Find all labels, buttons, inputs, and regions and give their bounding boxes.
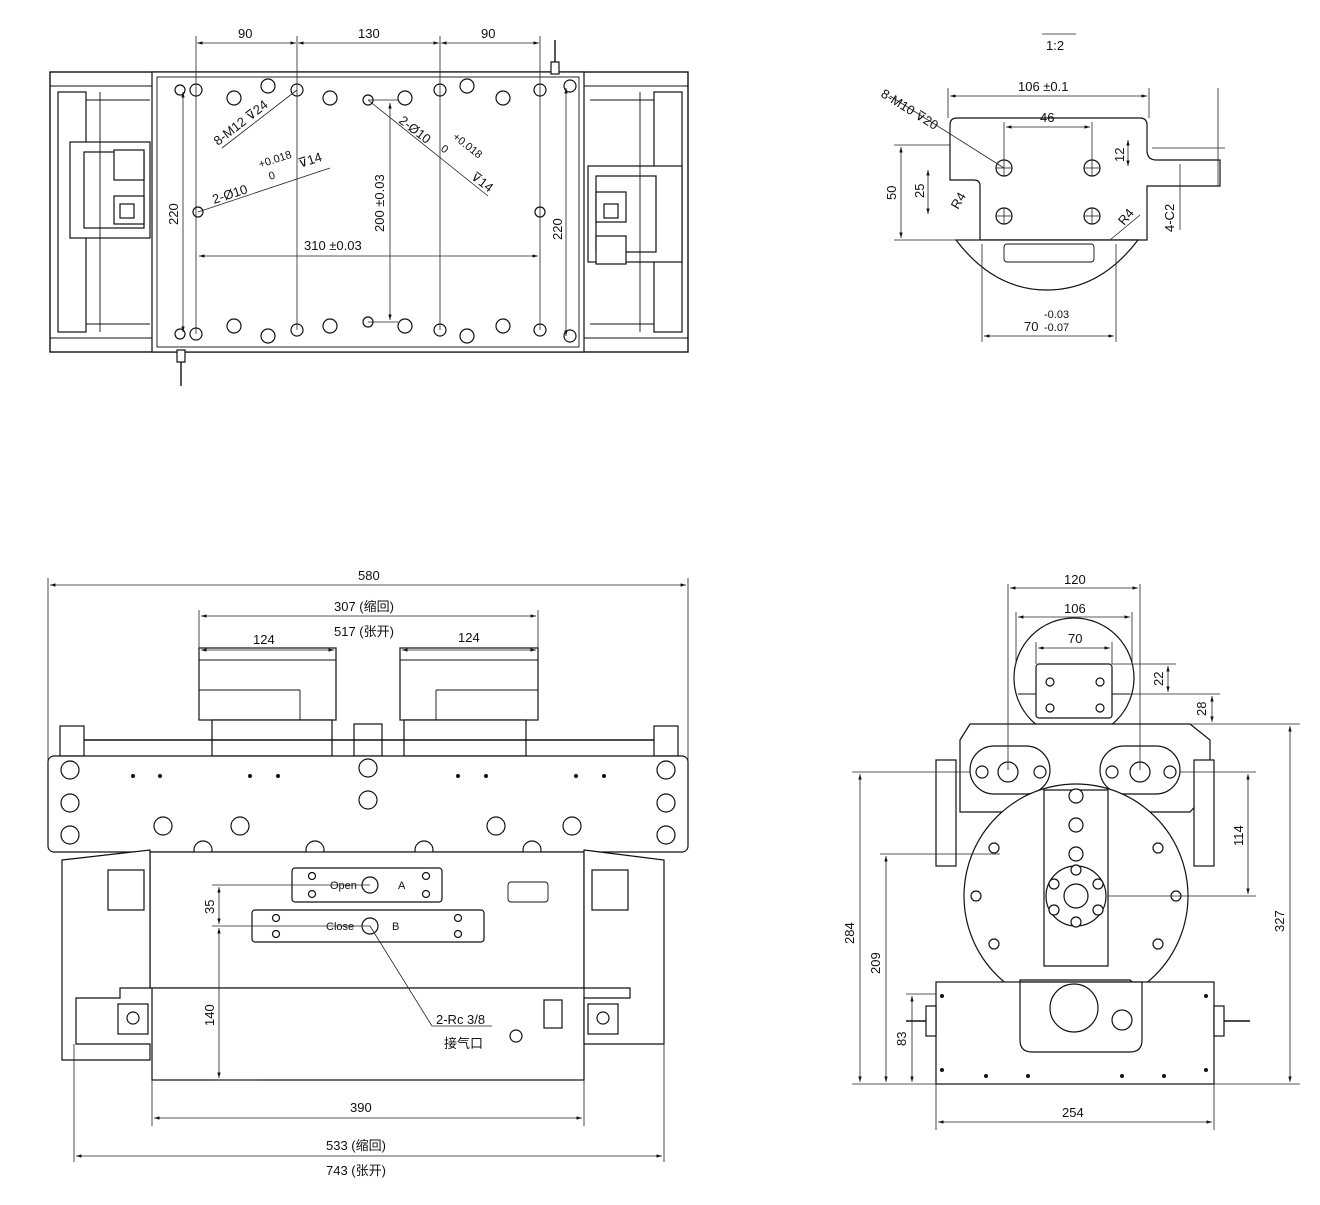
front-dim-390: 390 [350, 1100, 372, 1115]
detail-c2: 4-C2 [1162, 204, 1177, 232]
top-left-jaw [57, 91, 151, 333]
front-dim-35: 35 [202, 900, 217, 914]
detail-scale: 1:2 [1046, 38, 1064, 53]
front-label-b: B [392, 921, 399, 933]
side-dim-327: 327 [1272, 910, 1287, 932]
side-dim-83: 83 [894, 1032, 909, 1046]
front-dim-124-right: 124 [458, 630, 480, 645]
side-dim-22: 22 [1151, 672, 1166, 686]
detail-r4-left: R4 [948, 190, 969, 212]
detail-dim-12: 12 [1112, 148, 1127, 162]
detail-view: 1:2 106 ±0.1 46 12 50 2 [878, 33, 1225, 342]
detail-dim-106: 106 ±0.1 [1018, 79, 1069, 94]
front-dim-517: 517 (张开) [334, 624, 394, 639]
top-note-pin-left-lower: 0 [267, 170, 277, 183]
front-dim-743: 743 (张开) [326, 1163, 386, 1178]
side-dim-114: 114 [1231, 825, 1246, 846]
detail-dim-70-lower: -0.07 [1044, 322, 1069, 334]
front-dim-307: 307 (缩回) [334, 599, 394, 614]
front-view: Open A Close B 580 307 (缩回) 517 (张开) 124… [47, 568, 689, 1178]
side-dim-209: 209 [868, 952, 883, 974]
side-dim-254: 254 [1062, 1105, 1084, 1120]
detail-dim-70-upper: -0.03 [1044, 309, 1069, 321]
detail-dim-70: 70 [1024, 319, 1038, 334]
front-dim-580: 580 [358, 568, 380, 583]
top-dim-220-right: 220 [550, 218, 565, 240]
side-dim-106: 106 [1064, 601, 1086, 616]
front-label-open: Open [330, 880, 357, 892]
side-dim-120: 120 [1064, 572, 1086, 587]
top-note-pin-left-depth: ⊽14 [296, 149, 323, 171]
top-dim-90-left: 90 [238, 26, 252, 41]
front-dim-533: 533 (缩回) [326, 1138, 386, 1153]
front-label-a: A [398, 880, 406, 892]
front-dim-124-left: 124 [253, 632, 275, 647]
side-dim-28: 28 [1194, 702, 1209, 716]
side-view: 120 106 70 22 28 114 327 284 209 83 [842, 572, 1300, 1130]
top-dim-200: 200 ±0.03 [372, 174, 387, 232]
top-dim-310: 310 ±0.03 [304, 238, 362, 253]
front-note-rc: 2-Rc 3/8 [436, 1012, 485, 1027]
side-dim-284: 284 [842, 922, 857, 944]
front-label-close: Close [326, 921, 354, 933]
top-right-jaw [587, 91, 683, 333]
side-dim-70: 70 [1068, 631, 1082, 646]
front-note-air: 接气口 [444, 1036, 483, 1051]
top-view: 90 130 90 220 220 310 ±0.03 200 ±0.03 8-… [49, 26, 689, 386]
detail-note-m10: 8-M10 ⊽20 [878, 86, 941, 133]
top-dim-90-right: 90 [481, 26, 495, 41]
top-dim-220-left: 220 [166, 203, 181, 225]
front-dim-140: 140 [202, 1004, 217, 1026]
detail-dim-25: 25 [912, 184, 927, 198]
top-dim-130: 130 [358, 26, 380, 41]
detail-dim-50: 50 [884, 186, 899, 200]
detail-dim-46: 46 [1040, 110, 1054, 125]
